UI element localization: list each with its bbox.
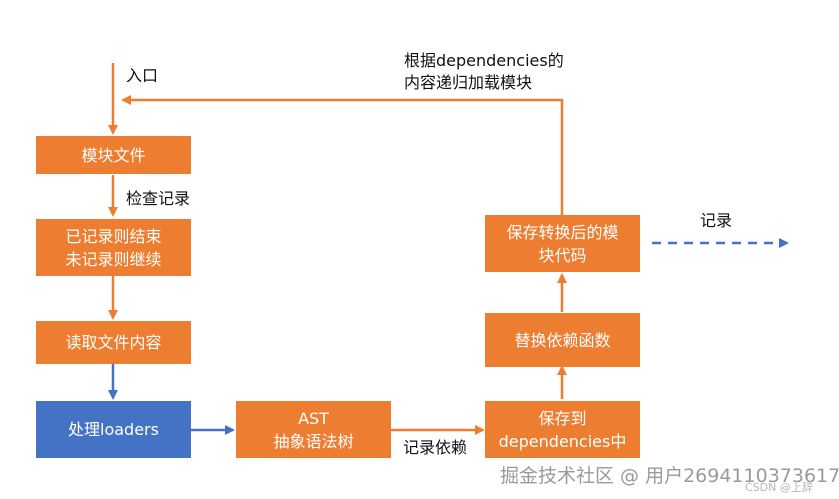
save-code-box: 保存转换后的模 块代码 xyxy=(485,215,640,272)
module-file-box: 模块文件 xyxy=(36,136,191,174)
ast-line-2: 抽象语法树 xyxy=(273,431,354,451)
replace-fn-box: 替换依赖函数 xyxy=(485,313,640,367)
save-code-line-1: 保存转换后的模 xyxy=(506,222,619,242)
ast-box: AST 抽象语法树 xyxy=(236,401,391,458)
recursive-line-2: 内容递归加载模块 xyxy=(404,73,533,92)
watermark-sub: CSDN @上辞 xyxy=(745,481,813,494)
ast-line-1: AST xyxy=(298,408,329,428)
save-deps-box: 保存到 dependencies中 xyxy=(485,401,640,458)
save-code-line-2: 块代码 xyxy=(538,245,587,265)
recursion-loop-arrow xyxy=(121,95,564,215)
read-content-box: 读取文件内容 xyxy=(36,321,191,364)
loaders-label: 处理loaders xyxy=(68,420,159,439)
record-label: 记录 xyxy=(700,211,733,230)
check-record-label: 检查记录 xyxy=(126,189,191,208)
record-check-line-1: 已记录则结束 xyxy=(65,226,162,246)
save-deps-line-2: dependencies中 xyxy=(498,431,627,451)
record-check-box: 已记录则结束 未记录则继续 xyxy=(36,219,191,276)
loaders-box: 处理loaders xyxy=(36,401,191,458)
record-check-line-2: 未记录则继续 xyxy=(65,249,162,269)
replace-fn-label: 替换依赖函数 xyxy=(514,330,611,350)
recursive-label: 根据dependencies的 内容递归加载模块 xyxy=(404,50,564,94)
read-content-label: 读取文件内容 xyxy=(65,333,162,352)
save-deps-line-1: 保存到 xyxy=(538,408,587,428)
recursive-line-1: 根据dependencies的 xyxy=(404,51,564,70)
entry-label: 入口 xyxy=(126,66,159,85)
module-file-label: 模块文件 xyxy=(81,145,146,165)
watermark-main: 掘金技术社区 @ 用户2694110373617 xyxy=(500,465,839,487)
record-deps-label: 记录依赖 xyxy=(403,438,468,457)
